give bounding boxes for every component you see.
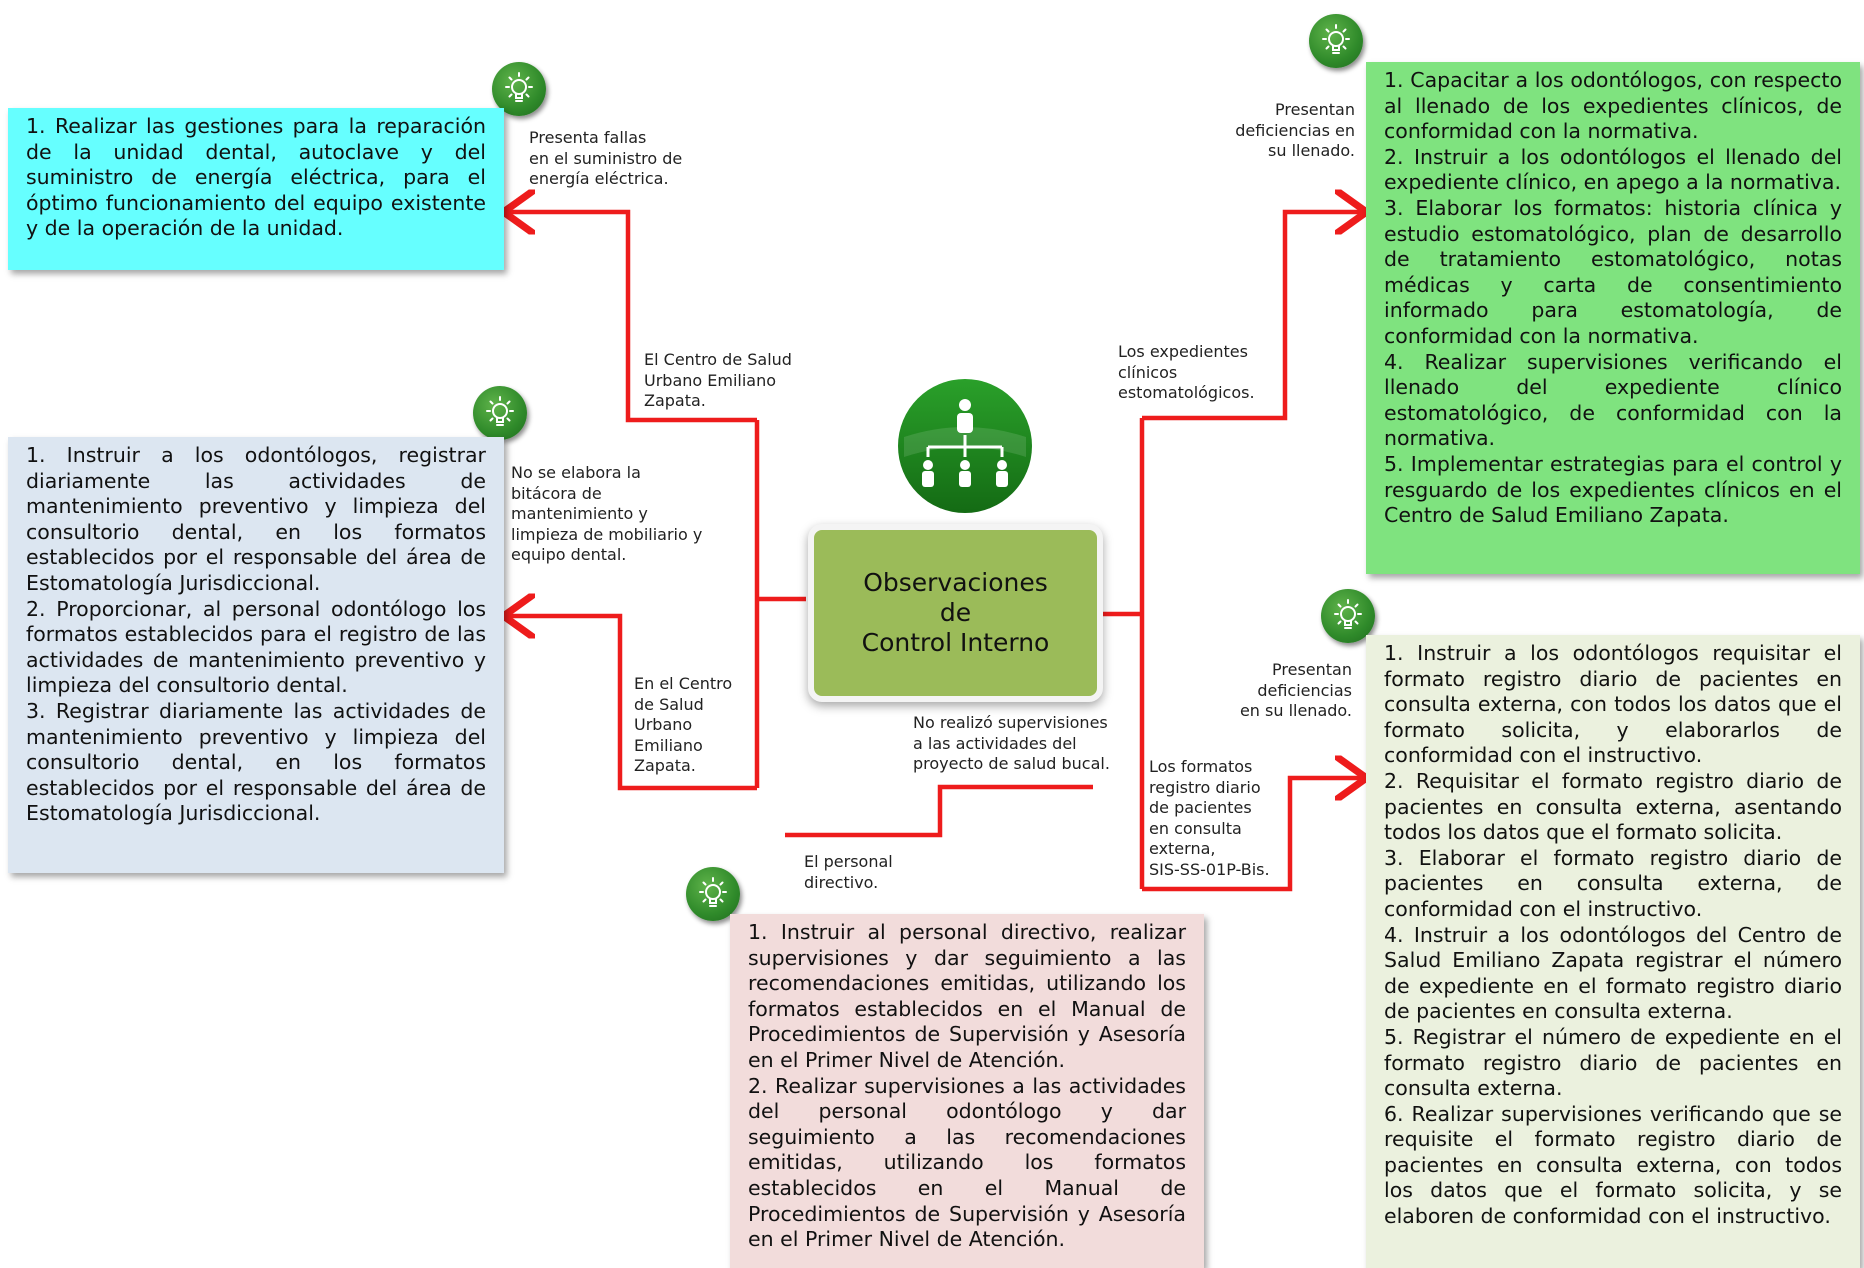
recommendation-item: 2. Proporcionar, al personal odontólogo … [26, 596, 486, 698]
lightbulb-icon [686, 867, 740, 921]
bottom-topic-label: El personal directivo. [804, 852, 893, 892]
bottom-right-topic-label: Los formatos registro diario de paciente… [1149, 757, 1270, 879]
top-left-topic-label: El Centro de Salud Urbano Emiliano Zapat… [644, 350, 792, 410]
recommendation-item: 3. Registrar diariamente las actividades… [26, 698, 486, 826]
recommendation-box-bottom-right: 1. Instruir a los odontólogos requisitar… [1366, 635, 1860, 1268]
center-title-line-2: de [939, 598, 972, 627]
recommendation-item: 1. Realizar las gestiones para la repara… [26, 114, 486, 241]
recommendation-box-top-left: 1. Realizar las gestiones para la repara… [8, 108, 504, 270]
top-right-branch-line [1142, 212, 1362, 421]
recommendation-item: 4. Realizar supervisiones verificando el… [1384, 349, 1842, 451]
organization-chart-icon [896, 377, 1034, 515]
recommendation-item: 4. Instruir a los odontólogos del Centro… [1384, 922, 1842, 1024]
recommendation-item: 2. Instruir a los odontólogos el llenado… [1384, 144, 1842, 195]
recommendation-box-mid-left: 1. Instruir a los odontólogos, registrar… [8, 437, 504, 873]
top-right-finding-label: Presentan deficiencias en su llenado. [1235, 100, 1355, 160]
recommendation-item: 1. Instruir a los odontólogos requisitar… [1384, 641, 1842, 768]
recommendation-box-bottom: 1. Instruir al personal directivo, reali… [730, 914, 1204, 1268]
bottom-right-finding-label: Presentan deficiencias en su llenado. [1239, 660, 1352, 720]
recommendation-item: 5. Implementar estrategias para el contr… [1384, 451, 1842, 528]
center-title-line-1: Observaciones [863, 568, 1048, 597]
recommendation-item: 5. Registrar el número de expediente en … [1384, 1024, 1842, 1101]
center-node: Observaciones de Control Interno [808, 524, 1103, 702]
recommendation-item: 3. Elaborar los formatos: historia clíni… [1384, 195, 1842, 348]
recommendation-item: 1. Instruir a los odontólogos, registrar… [26, 443, 486, 595]
top-right-topic-label: Los expedientes clínicos estomatológicos… [1118, 342, 1255, 402]
recommendation-item: 2. Realizar supervisiones a las activida… [748, 1073, 1186, 1252]
lightbulb-icon [473, 386, 527, 440]
lightbulb-icon [1321, 589, 1375, 643]
recommendation-box-top-right: 1. Capacitar a los odontólogos, con resp… [1366, 62, 1860, 574]
lightbulb-icon [492, 62, 546, 116]
mid-left-topic-label: En el Centro de Salud Urbano Emiliano Za… [634, 674, 733, 775]
center-title-line-3: Control Interno [861, 628, 1050, 657]
bottom-right-branch-line [1142, 778, 1362, 892]
left-trunk-line [754, 420, 806, 788]
recommendation-item: 2. Requisitar el formato registro diario… [1384, 768, 1842, 845]
mid-left-finding-label: No se elabora la bitácora de mantenimien… [511, 463, 703, 564]
mid-left-branch-line [508, 616, 757, 791]
top-left-finding-label: Presenta fallas en el suministro de ener… [529, 128, 683, 188]
bottom-branch-line [785, 784, 1093, 838]
recommendation-item: 1. Capacitar a los odontólogos, con resp… [1384, 68, 1842, 144]
recommendation-item: 6. Realizar supervisiones verificando qu… [1384, 1101, 1842, 1229]
recommendation-item: 3. Elaborar el formato registro diario d… [1384, 845, 1842, 921]
bottom-finding-label: No realizó supervisiones a las actividad… [913, 713, 1110, 773]
lightbulb-icon [1309, 14, 1363, 68]
top-left-branch-line [508, 212, 757, 423]
recommendation-item: 1. Instruir al personal directivo, reali… [748, 920, 1186, 1072]
